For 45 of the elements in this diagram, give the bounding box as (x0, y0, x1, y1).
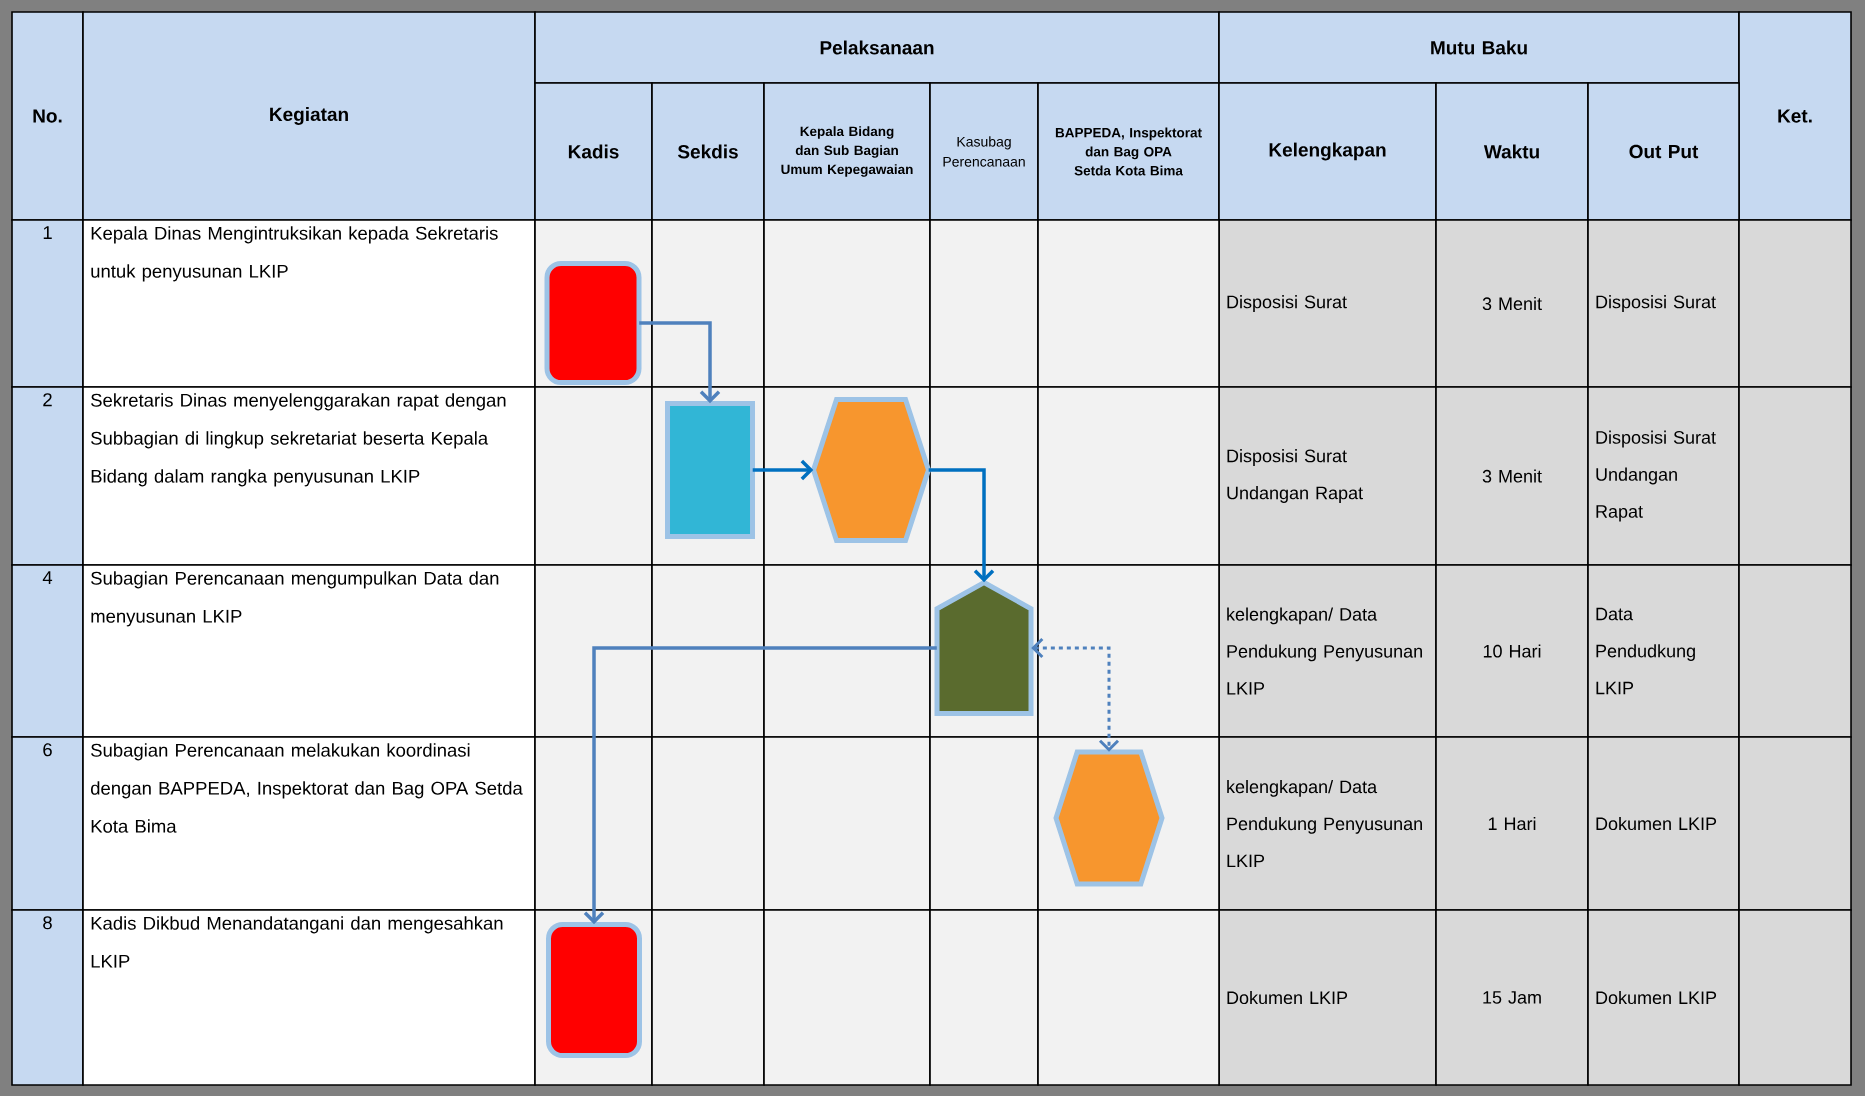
arrow (639, 321, 721, 404)
table-cell: Dokumen LKIP (1587, 909, 1740, 1086)
table-cell: 3 Menit (1435, 386, 1589, 566)
table-cell: Kepala Dinas Mengintruksikan kepada Sekretaris untuk penyusunan LKIP (82, 219, 536, 388)
table-cell: Dokumen LKIP (1218, 909, 1437, 1086)
arrow (928, 468, 995, 583)
table-cell: 1 (11, 219, 84, 388)
header-cell: Out Put (1587, 82, 1740, 221)
table-cell: Disposisi Surat (1218, 219, 1437, 388)
table-cell: Disposisi Surat Undangan Rapat (1587, 386, 1740, 566)
header-cell: Kepala Bidang dan Sub Bagian Umum Kepegawaian (763, 82, 931, 221)
table-cell: 3 Menit (1435, 219, 1589, 388)
header-cell: Waktu (1435, 82, 1589, 221)
arrow (1031, 637, 1120, 752)
arrow (752, 459, 814, 481)
table-cell: Dokumen LKIP (1587, 736, 1740, 911)
header-cell: Kadis (534, 82, 653, 221)
table-cell: 6 (11, 736, 84, 911)
table-cell: 4 (11, 564, 84, 738)
table-cell: kelengkapan/ Data Pendukung Penyusunan LKIP (1218, 736, 1437, 911)
hexagon (1053, 749, 1165, 887)
header-cell: BAPPEDA, Inspektorat dan Bag OPA Setda Kota Bima (1037, 82, 1220, 221)
header-cell: Kelengkapan (1218, 82, 1437, 221)
table-cell: Disposisi Surat Undangan Rapat (1218, 386, 1437, 566)
table-cell: 8 (11, 909, 84, 1086)
header-cell: Sekdis (651, 82, 765, 221)
rounded-box (546, 922, 642, 1058)
header-cell: Kasubag Perencanaan (929, 82, 1039, 221)
table-cell: Subagian Perencanaan mengumpulkan Data dan menyusunan LKIP (82, 564, 536, 738)
table-cell: kelengkapan/ Data Pendukung Penyusunan LKIP (1218, 564, 1437, 738)
table-cell: Data Pendudkung LKIP (1587, 564, 1740, 738)
table-cell: Disposisi Surat (1587, 219, 1740, 388)
header-cell: Mutu Baku (1218, 11, 1740, 84)
header-cell: No. (11, 11, 84, 221)
table-cell: 2 (11, 386, 84, 566)
table-cell: 1 Hari (1435, 736, 1589, 911)
table-cell: Kadis Dikbud Menandatangani dan mengesahkan LKIP (82, 909, 536, 1086)
table-cell: Sekretaris Dinas menyelenggarakan rapat dengan Subbagian di lingkup sekretariat beserta Kepala Bidang dalam rangka penyusunan LKIP (82, 386, 536, 566)
table-cell: Subagian Perencanaan melakukan koordinasi dengan BAPPEDA, Inspektorat dan Bag OPA Setda Kota Bima (82, 736, 536, 911)
table-cell: 10 Hari (1435, 564, 1589, 738)
header-cell: Ket. (1738, 11, 1852, 221)
rounded-box (544, 261, 642, 385)
process-box (665, 401, 755, 539)
table-cell: 15 Jam (1435, 909, 1589, 1086)
arrow (583, 646, 937, 925)
